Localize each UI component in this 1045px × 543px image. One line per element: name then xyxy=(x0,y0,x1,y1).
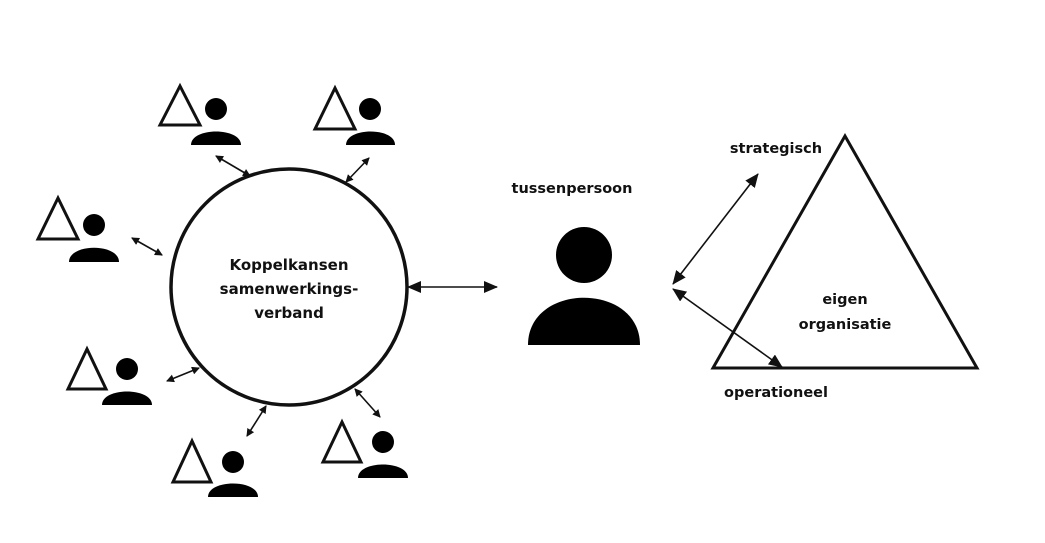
intermediary-label: tussenpersoon xyxy=(512,181,633,197)
triangle-icon xyxy=(157,82,203,127)
partner-icon-group xyxy=(320,418,408,478)
partner-icon-group xyxy=(65,345,152,405)
circle-label-line-3: verband xyxy=(254,304,324,322)
partner-link-arrow xyxy=(166,366,200,383)
operational-link-arrow xyxy=(672,288,783,368)
partner-link-arrow xyxy=(246,405,267,437)
circle-label-line-2: samenwerkings- xyxy=(220,280,359,298)
triangle-icon xyxy=(65,345,109,391)
strategic-level-label: strategisch xyxy=(730,141,822,157)
person-icon xyxy=(69,214,119,262)
partner-link-arrow xyxy=(131,237,163,256)
person-icon xyxy=(102,358,152,405)
person-icon xyxy=(358,431,408,478)
cooperation-circle: Koppelkansen samenwerkings- verband xyxy=(169,167,409,407)
organisation-label-line-1: eigen xyxy=(822,292,867,308)
organisation-triangle-icon xyxy=(710,132,980,370)
strategic-link-arrow xyxy=(672,173,759,285)
partner-link-arrow xyxy=(354,388,381,418)
person-icon xyxy=(191,98,241,145)
partner-link-arrow xyxy=(345,157,370,183)
triangle-icon xyxy=(170,437,214,484)
partner-icon-group xyxy=(157,82,241,145)
operational-level-label: operationeel xyxy=(724,385,828,401)
intermediary-person-icon xyxy=(528,227,640,345)
triangle-icon xyxy=(312,84,358,131)
circle-label-line-1: Koppelkansen xyxy=(229,256,348,274)
triangle-icon xyxy=(35,194,81,241)
triangle-icon xyxy=(320,418,364,464)
partner-icon-group xyxy=(312,84,395,145)
partner-icon-group xyxy=(170,437,258,497)
person-icon xyxy=(208,451,258,497)
organisation-label-line-2: organisatie xyxy=(799,317,892,333)
person-icon xyxy=(346,98,395,145)
partner-icon-group xyxy=(35,194,119,262)
partner-link-arrow xyxy=(215,155,251,177)
